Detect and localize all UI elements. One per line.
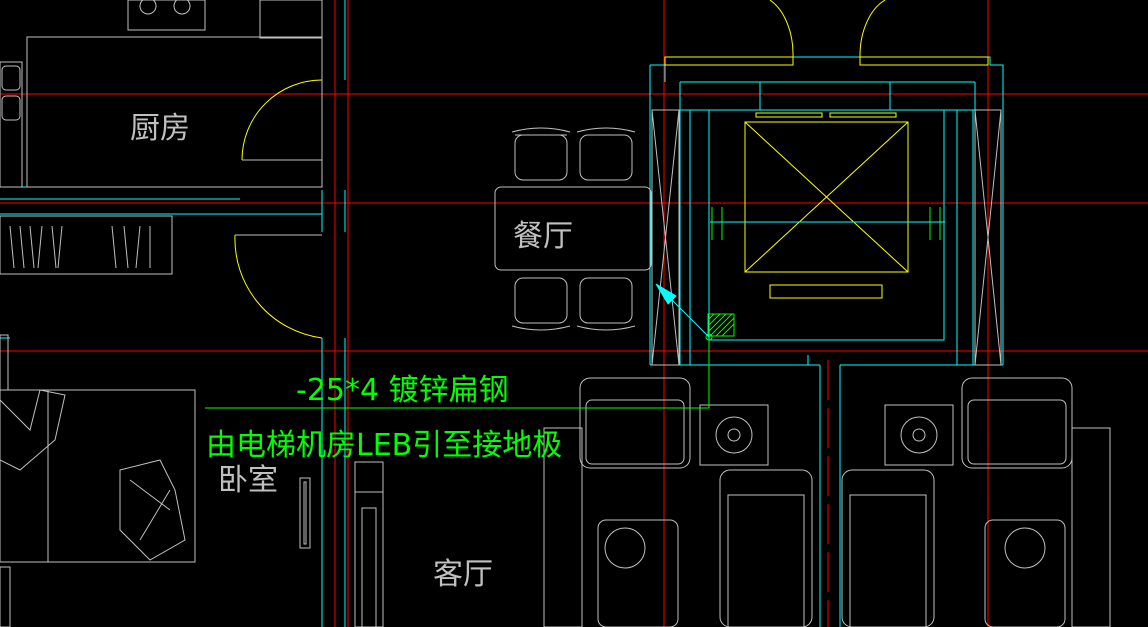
elevator-cabin (664, 56, 989, 299)
room-label-living: 客厅 (433, 557, 493, 592)
bedroom-furniture (0, 334, 311, 627)
dining-furniture (494, 127, 652, 331)
shaft-crosses (651, 109, 1002, 366)
door-arcs (234, 0, 886, 339)
annotation-spec: -25*4 镀锌扁钢 (296, 373, 509, 408)
kitchen-cabinets (0, 0, 323, 275)
room-label-kitchen: 厨房 (130, 111, 190, 146)
room-label-dining: 餐厅 (513, 219, 573, 254)
room-label-bedroom: 卧室 (218, 463, 278, 498)
elevator-rails (710, 207, 945, 240)
living-furniture (354, 377, 1111, 627)
grounding-strip (205, 283, 735, 409)
annotation-note: 由电梯机房LEB引至接地极 (206, 428, 562, 463)
